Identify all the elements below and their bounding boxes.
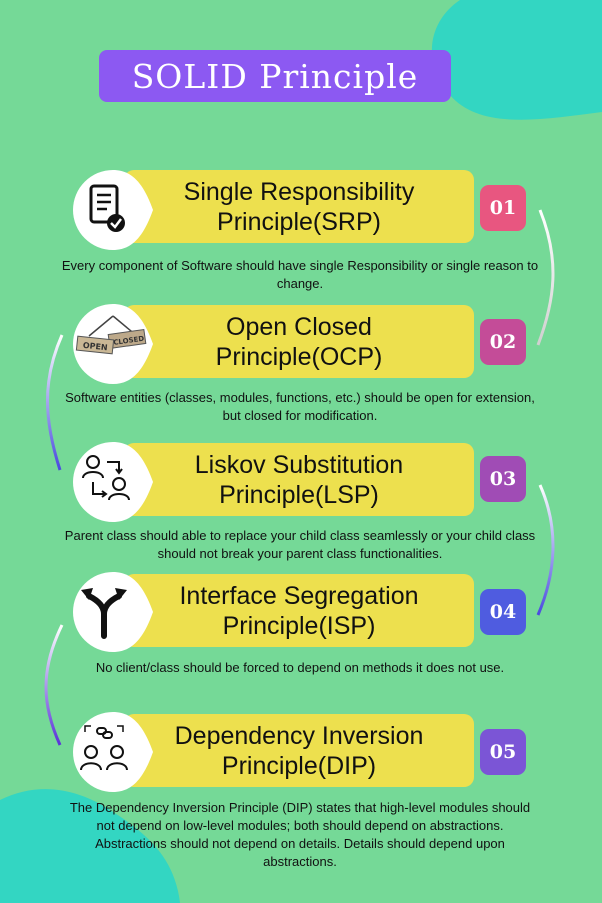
banner-dip: Dependency Inversion Principle(DIP) xyxy=(124,714,474,787)
description-ocp: Software entities (classes, modules, fun… xyxy=(65,390,535,423)
open-closed-sign-icon: CLOSED OPEN xyxy=(73,304,153,384)
page-title: SOLID Principle xyxy=(131,56,419,96)
principle-name: Open Closed Principle(OCP) xyxy=(215,312,383,371)
banner-srp: Single Responsibility Principle(SRP) xyxy=(124,170,474,243)
badge-number: 05 xyxy=(489,741,517,763)
banner-isp: Interface Segregation Principle(ISP) xyxy=(124,574,474,647)
principle-name: Dependency Inversion Principle(DIP) xyxy=(174,721,424,780)
number-badge-04: 04 xyxy=(480,589,526,635)
principle-name: Interface Segregation Principle(ISP) xyxy=(179,581,419,640)
principle-name: Liskov Substitution Principle(LSP) xyxy=(194,450,404,509)
description-dip: The Dependency Inversion Principle (DIP)… xyxy=(69,800,531,869)
arc-03-04 xyxy=(536,484,555,616)
arc-02-03 xyxy=(46,334,64,471)
number-badge-01: 01 xyxy=(480,185,526,231)
badge-number: 01 xyxy=(489,197,517,219)
badge-number: 04 xyxy=(489,601,517,623)
title-box: SOLID Principle xyxy=(99,50,451,102)
linked-users-icon xyxy=(73,712,153,792)
bottom-left-blob xyxy=(0,789,180,903)
sign-open-text: OPEN xyxy=(82,341,108,353)
description-isp: No client/class should be forced to depe… xyxy=(95,660,505,675)
number-badge-02: 02 xyxy=(480,319,526,365)
number-badge-03: 03 xyxy=(480,456,526,502)
split-arrow-icon xyxy=(73,572,153,652)
description-srp: Every component of Software should have … xyxy=(61,258,539,291)
principle-name: Single Responsibility Principle(SRP) xyxy=(183,177,415,236)
number-badge-05: 05 xyxy=(480,729,526,775)
document-check-icon xyxy=(73,170,153,250)
badge-number: 02 xyxy=(489,331,517,353)
banner-ocp: Open Closed Principle(OCP) xyxy=(124,305,474,378)
user-substitution-icon xyxy=(73,442,153,522)
badge-number: 03 xyxy=(489,468,517,490)
banner-lsp: Liskov Substitution Principle(LSP) xyxy=(124,443,474,516)
top-right-blob xyxy=(431,0,602,120)
arc-01-02 xyxy=(536,209,555,346)
description-lsp: Parent class should able to replace your… xyxy=(64,528,536,561)
arc-04-05 xyxy=(44,624,64,746)
